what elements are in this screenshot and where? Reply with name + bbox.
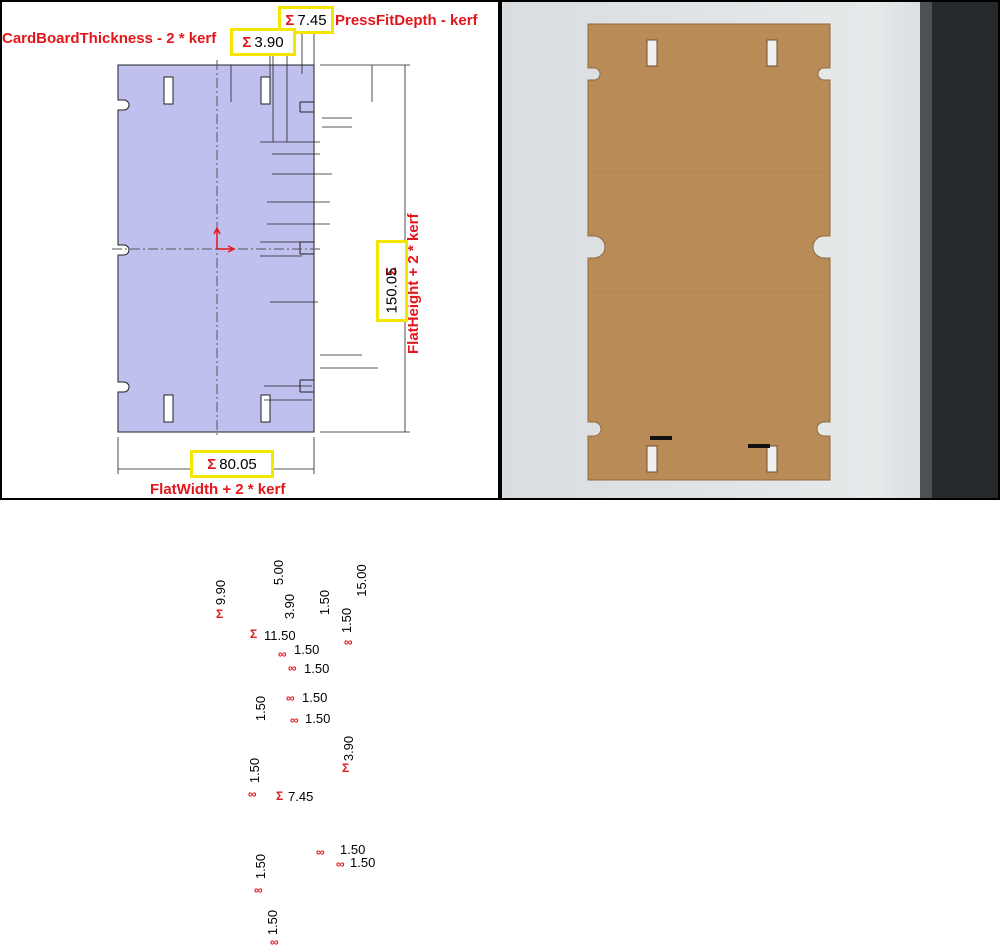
dimension-lines bbox=[117, 22, 410, 474]
slot-bottom-right bbox=[260, 394, 271, 423]
dim-150-a: 1.50 bbox=[294, 642, 320, 657]
dim-1500: 15.00 bbox=[353, 564, 369, 597]
slot-top-left bbox=[163, 76, 174, 105]
slot-top-right bbox=[260, 76, 271, 105]
link-icon: ∞ bbox=[336, 857, 345, 871]
sigma-icon: Σ bbox=[242, 33, 252, 51]
cardboard-thickness-dimension: Σ 3.90 bbox=[230, 28, 296, 56]
dim-150-v4: 1.50 bbox=[265, 909, 281, 936]
link-icon: ∞ bbox=[288, 661, 297, 675]
cardboard-piece bbox=[587, 23, 831, 481]
flat-height-dimension: Σ 150.05 bbox=[376, 240, 408, 322]
dark-edge-shadow bbox=[932, 2, 998, 498]
link-icon: ∞ bbox=[278, 647, 287, 661]
origin-arrows bbox=[213, 226, 236, 253]
dim-390-top: 3.90 bbox=[282, 593, 298, 620]
link-icon: ∞ bbox=[290, 713, 299, 727]
flat-width-value: 80.05 bbox=[219, 455, 257, 473]
photo-slot-bottom-right bbox=[766, 445, 778, 473]
dim-150-v1: 1.50 bbox=[253, 695, 269, 722]
cardboard-photo bbox=[502, 2, 998, 498]
link-icon: ∞ bbox=[270, 935, 279, 949]
sigma-icon: Σ bbox=[216, 607, 224, 621]
cardboard-thickness-value: 3.90 bbox=[254, 33, 284, 51]
sigma-icon: Σ bbox=[250, 627, 258, 641]
dim-150-c: 1.50 bbox=[302, 690, 328, 705]
cad-sketch bbox=[112, 22, 410, 474]
image-frame bbox=[0, 0, 1000, 500]
dim-150-d: 1.50 bbox=[305, 711, 331, 726]
dim-150-v3: 1.50 bbox=[253, 853, 269, 880]
link-icon: ∞ bbox=[248, 787, 257, 801]
flat-width-dimension: Σ 80.05 bbox=[190, 450, 274, 478]
marker-line-left bbox=[650, 436, 672, 440]
sigma-icon: Σ bbox=[207, 455, 217, 473]
flat-height-value: 150.05 bbox=[383, 267, 401, 314]
photo-slot-top-left bbox=[646, 39, 658, 67]
pressfit-depth-label: PressFitDepth - kerf bbox=[335, 12, 478, 29]
dim-500: 5.00 bbox=[271, 559, 287, 586]
flat-width-label: FlatWidth + 2 * kerf bbox=[150, 481, 286, 498]
dim-990: 9.90 bbox=[213, 579, 229, 606]
link-icon: ∞ bbox=[316, 845, 325, 859]
sigma-icon: Σ bbox=[285, 11, 295, 29]
marker-line-right bbox=[748, 444, 770, 448]
dim-745: 7.45 bbox=[288, 789, 314, 804]
dim-150-b: 1.50 bbox=[304, 661, 330, 676]
photo-slot-top-right bbox=[766, 39, 778, 67]
panel-divider bbox=[498, 2, 502, 498]
cardboard-thickness-label: CardBoardThickness - 2 * kerf bbox=[2, 30, 217, 47]
dim-150-slot-top: 1.50 bbox=[317, 589, 333, 616]
slot-bottom-left bbox=[163, 394, 174, 423]
corrugation-lines bbox=[592, 121, 826, 393]
photo-slot-bottom-left bbox=[646, 445, 658, 473]
cad-drawing-panel: CardBoardThickness - 2 * kerf PressFitDe… bbox=[2, 2, 498, 949]
sigma-icon: Σ bbox=[342, 761, 350, 775]
dim-390-mid: 3.90 bbox=[341, 735, 357, 762]
dim-150-v2: 1.50 bbox=[247, 757, 263, 784]
dim-150-g: 1.50 bbox=[350, 855, 376, 870]
link-icon: ∞ bbox=[254, 883, 263, 897]
pressfit-depth-value: 7.45 bbox=[297, 11, 327, 29]
dim-150-e: 1.50 bbox=[339, 607, 355, 634]
dim-1150: 11.50 bbox=[264, 628, 296, 643]
link-icon: ∞ bbox=[286, 691, 295, 705]
sigma-icon: Σ bbox=[276, 789, 284, 803]
photo-panel bbox=[502, 2, 998, 498]
link-icon: ∞ bbox=[344, 635, 353, 649]
